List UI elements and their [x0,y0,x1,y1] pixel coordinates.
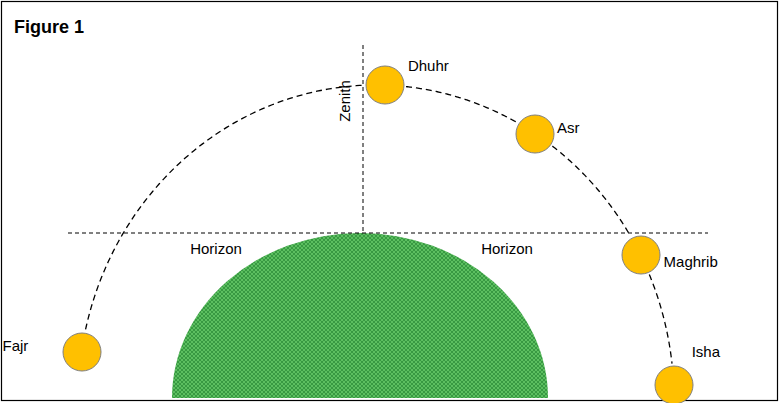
earth-dome [172,233,548,398]
horizon-label: Horizon [190,240,242,257]
sun-disc [622,236,660,274]
sun-circle [515,114,555,154]
prayer-label: Asr [557,119,580,136]
sun-node: Isha [654,365,694,403]
sun-node: Maghrib [621,235,661,275]
sun-circle [365,65,405,105]
sun-node: Asr [515,114,555,154]
sun-circle [621,235,661,275]
sun-circle [654,365,694,403]
prayer-label: Maghrib [664,253,718,270]
prayer-label: Isha [692,343,720,360]
prayer-label: Dhuhr [408,58,449,75]
sun-disc [516,115,554,153]
sun-path-arc [406,87,517,123]
figure-title: Figure 1 [14,17,84,38]
sun-disc [63,333,101,371]
sun-disc [366,66,404,104]
sun-path-arc [86,85,364,329]
sun-disc [655,366,693,403]
sun-node: Dhuhr [365,65,405,105]
zenith-label: Zenith [336,80,353,122]
sun-circle [62,332,102,372]
zenith-line [363,45,364,233]
horizon-line [68,233,708,234]
sun-path-arc [649,274,672,363]
prayer-label: Fajr [3,337,29,354]
sun-path-arc [552,146,630,236]
sun-node: Fajr [62,332,102,372]
horizon-label: Horizon [481,240,533,257]
